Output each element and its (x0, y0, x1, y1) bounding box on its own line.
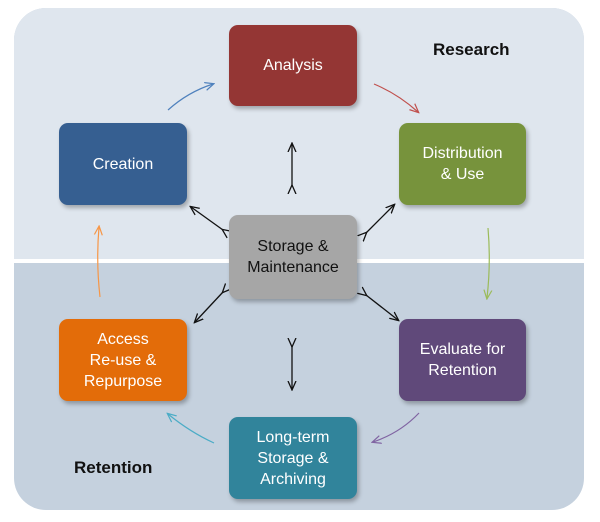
stage-distribution: Distribution & Use (399, 123, 526, 205)
stage-analysis-label: Analysis (263, 57, 323, 74)
stage-longterm: Long-term Storage & Archiving (229, 417, 357, 499)
stage-storage-maintenance: Storage & Maintenance (229, 215, 357, 299)
research-label: Research (433, 40, 510, 59)
retention-label: Retention (74, 458, 153, 477)
stage-access-label: Access Re-use & Repurpose (83, 330, 163, 390)
arrow-distribution-to-evaluate (487, 227, 489, 298)
stage-creation: Creation (59, 123, 187, 205)
stage-analysis: Analysis (229, 25, 357, 106)
arrow-creation-to-analysis (167, 84, 213, 111)
stage-creation-label: Creation (92, 155, 154, 173)
link-center-evaluate (366, 295, 398, 320)
stage-evaluate: Evaluate for Retention (399, 319, 526, 401)
link-center-access (195, 292, 223, 322)
arrow-longterm-to-access (168, 414, 215, 444)
stage-longterm-label: Long-term Storage & Archiving (256, 428, 330, 488)
stage-access: Access Re-use & Repurpose (59, 319, 187, 401)
stage-evaluate-label: Evaluate for Retention (419, 341, 506, 379)
arrow-evaluate-to-longterm (373, 412, 420, 442)
stage-storage-maintenance-label: Storage & Maintenance (247, 238, 339, 276)
link-center-distribution (366, 205, 394, 233)
stage-distribution-label: Distribution & Use (422, 145, 503, 183)
arrow-access-to-creation (98, 227, 100, 298)
arrow-analysis-to-distribution (373, 83, 418, 112)
link-center-creation (191, 207, 223, 230)
